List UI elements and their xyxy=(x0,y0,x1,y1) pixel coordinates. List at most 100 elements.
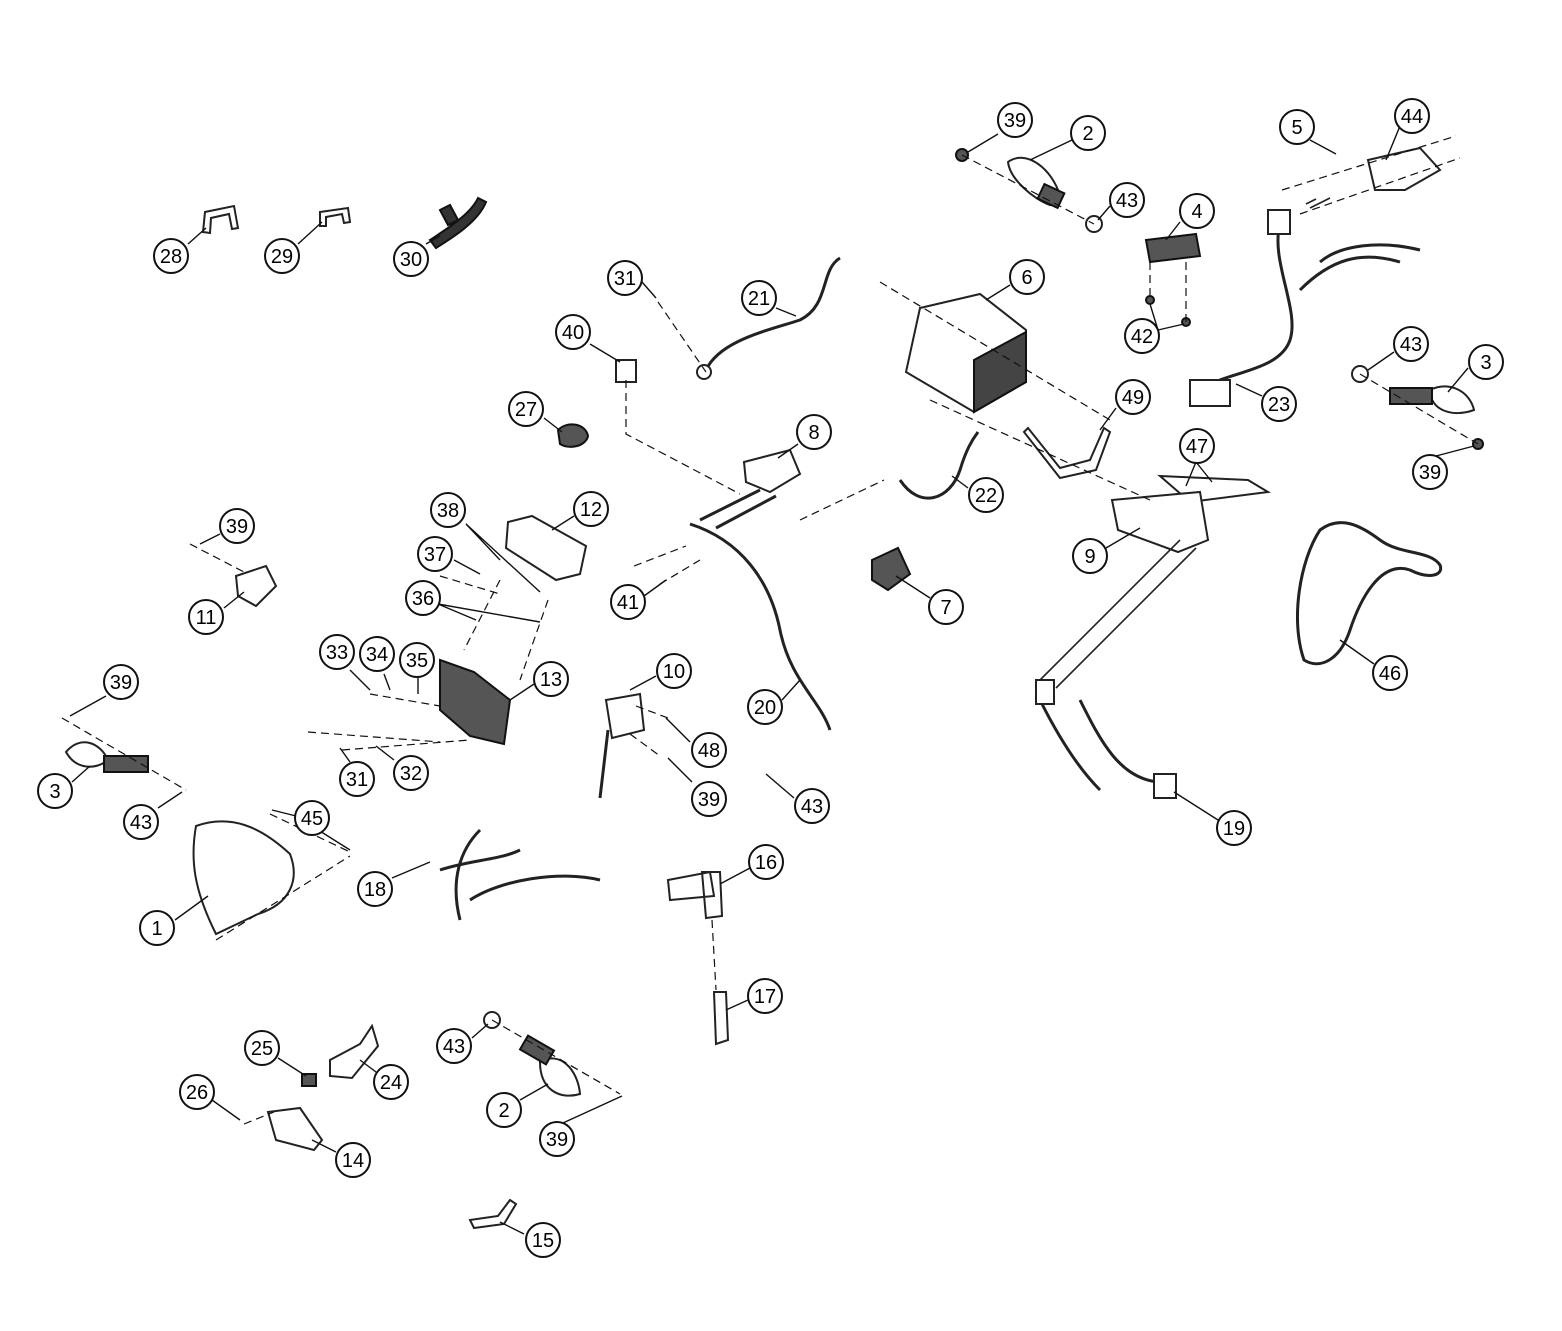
callout-c31a: 31 xyxy=(607,260,643,296)
callout-c15: 15 xyxy=(525,1222,561,1258)
leader-lines xyxy=(69,125,1475,1235)
callout-label: 28 xyxy=(160,246,182,268)
assembly-line-33-35 xyxy=(369,693,441,707)
callout-label: 13 xyxy=(540,669,562,691)
leader-12 xyxy=(551,515,575,531)
leader-46 xyxy=(1339,639,1375,665)
callout-label: 43 xyxy=(1400,334,1422,356)
callout-label: 2 xyxy=(498,1100,509,1122)
callout-circle xyxy=(997,102,1033,138)
callout-label: 7 xyxy=(940,597,951,619)
callout-circle xyxy=(486,1092,522,1128)
callout-label: 39 xyxy=(1004,110,1026,132)
part-11-shape xyxy=(234,564,278,608)
callout-circle xyxy=(393,241,429,277)
leader-2a xyxy=(1029,139,1073,161)
callout-circle xyxy=(335,1142,371,1178)
callout-circle xyxy=(319,634,355,670)
leader-39d xyxy=(667,757,693,783)
clip-29-shape xyxy=(319,206,352,227)
assembly-line-31-32 xyxy=(307,731,471,751)
leader-9 xyxy=(1105,527,1141,549)
connector-23-top xyxy=(1267,209,1291,235)
leader-39a xyxy=(967,133,999,153)
callout-c47: 47 xyxy=(1179,428,1215,464)
leader-24 xyxy=(359,1059,377,1073)
callout-circle xyxy=(1261,386,1297,422)
callout-c16: 16 xyxy=(748,844,784,880)
turn-signal-2-bottom-shape xyxy=(538,1057,582,1097)
callout-label: 31 xyxy=(614,268,636,290)
screw-42a-shape xyxy=(1145,295,1155,305)
callout-circle xyxy=(1124,318,1160,354)
callout-circle xyxy=(794,788,830,824)
callout-c14: 14 xyxy=(335,1142,371,1178)
callout-circle xyxy=(417,536,453,572)
leader-21 xyxy=(775,307,797,317)
callout-label: 43 xyxy=(801,796,823,818)
callout-c7: 7 xyxy=(928,589,964,625)
callout-circle xyxy=(691,732,727,768)
leader-5 xyxy=(1309,139,1337,155)
callout-label: 24 xyxy=(380,1072,402,1094)
harness-23-shape xyxy=(1209,223,1294,387)
clip-27-shape xyxy=(556,423,590,448)
leader-38 xyxy=(465,523,541,593)
assembly-line-10 xyxy=(629,705,669,757)
callout-circle xyxy=(393,755,429,791)
callout-circle xyxy=(339,761,375,797)
callout-circle xyxy=(1468,344,1504,380)
part-15-shape xyxy=(468,1198,518,1230)
callout-label: 15 xyxy=(532,1230,554,1252)
callout-c24: 24 xyxy=(373,1064,409,1100)
leader-22 xyxy=(951,475,969,489)
callout-circle xyxy=(525,1222,561,1258)
callout-c3a: 3 xyxy=(37,773,73,809)
callout-circle xyxy=(139,910,175,946)
callout-label: 4 xyxy=(1191,201,1202,223)
harness-23-branch xyxy=(1298,243,1421,292)
callout-label: 2 xyxy=(1082,123,1093,145)
leader-16 xyxy=(719,867,751,885)
callout-label: 38 xyxy=(437,500,459,522)
callout-c2a: 2 xyxy=(1070,115,1106,151)
callout-c43c: 43 xyxy=(794,788,830,824)
leader-31a xyxy=(641,281,657,299)
callout-label: 1 xyxy=(151,918,162,940)
harness-19-leader-band xyxy=(1039,539,1197,689)
callout-c43e: 43 xyxy=(436,1028,472,1064)
leader-2b xyxy=(519,1083,549,1101)
part-illustrations xyxy=(64,146,1484,1230)
callout-circle xyxy=(264,238,300,274)
callout-circle xyxy=(1115,379,1151,415)
assembly-lines xyxy=(61,135,1479,1125)
callout-label: 29 xyxy=(271,246,293,268)
callout-circle xyxy=(188,599,224,635)
callout-circle xyxy=(1070,115,1106,151)
callout-label: 31 xyxy=(346,769,368,791)
callout-c39a: 39 xyxy=(997,102,1033,138)
leader-39b xyxy=(199,533,221,545)
callout-circle xyxy=(1179,428,1215,464)
callout-label: 3 xyxy=(1480,352,1491,374)
cable-tie-30-shape xyxy=(428,196,488,250)
callout-circle xyxy=(555,314,591,350)
assembly-line-meter xyxy=(463,579,549,681)
leader-20 xyxy=(781,679,801,701)
harness-18-shape xyxy=(439,828,601,921)
callout-c19: 19 xyxy=(1216,810,1252,846)
leader-6 xyxy=(985,284,1011,301)
callout-circle xyxy=(968,477,1004,513)
fuse-40-shape xyxy=(615,359,637,383)
callout-circle xyxy=(747,689,783,725)
callout-label: 34 xyxy=(366,644,388,666)
leader-48 xyxy=(665,717,691,743)
callout-circle xyxy=(1279,109,1315,145)
callout-label: 21 xyxy=(748,288,770,310)
leader-47 xyxy=(1185,461,1213,487)
callout-label: 39 xyxy=(546,1129,568,1151)
leader-25 xyxy=(277,1057,307,1077)
callout-c43b: 43 xyxy=(123,804,159,840)
assembly-line-37 xyxy=(439,575,501,595)
